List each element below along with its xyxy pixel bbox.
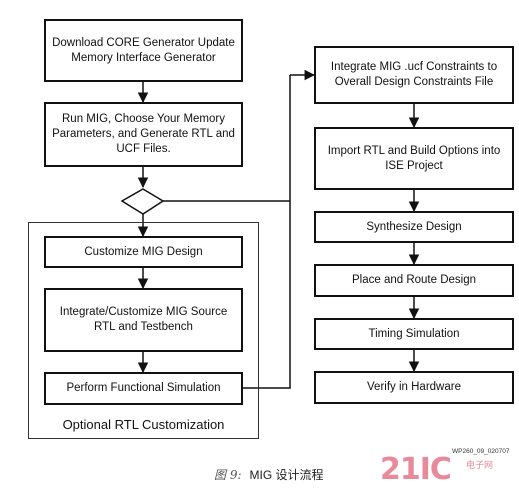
figure-label: 图 9:: [214, 468, 242, 482]
step-integrate-ucf-constraints: Integrate MIG .ucf Constraints to Overal…: [314, 46, 514, 104]
step-place-and-route: Place and Route Design: [314, 264, 514, 297]
figure-caption: 图 9: MIG 设计流程: [214, 466, 324, 483]
step-verify-in-hardware: Verify in Hardware: [314, 371, 514, 404]
step-import-rtl-ise: Import RTL and Build Options into ISE Pr…: [314, 127, 514, 190]
connector-simulate-to-right: [241, 75, 291, 389]
step-functional-simulation: Perform Functional Simulation: [44, 372, 243, 405]
step-integrate-customize-source: Integrate/Customize MIG Source RTL and T…: [44, 288, 243, 352]
step-run-mig: Run MIG, Choose Your Memory Parameters, …: [44, 102, 243, 167]
step-customize-mig-design: Customize MIG Design: [44, 236, 243, 268]
step-synthesize-design: Synthesize Design: [314, 211, 514, 243]
optional-rtl-group-label: Optional RTL Customization: [62, 417, 225, 432]
watermark-site: 电子网: [466, 461, 494, 471]
step-timing-simulation: Timing Simulation: [314, 318, 514, 350]
part-number: WP260_09_020707: [452, 448, 510, 455]
figure-title: MIG 设计流程: [249, 468, 324, 482]
optional-rtl-group: [28, 222, 259, 439]
decision-diamond: [120, 188, 165, 215]
step-download-core-generator: Download CORE Generator Update Memory In…: [44, 19, 243, 82]
watermark-logo: 21IC: [380, 452, 452, 487]
